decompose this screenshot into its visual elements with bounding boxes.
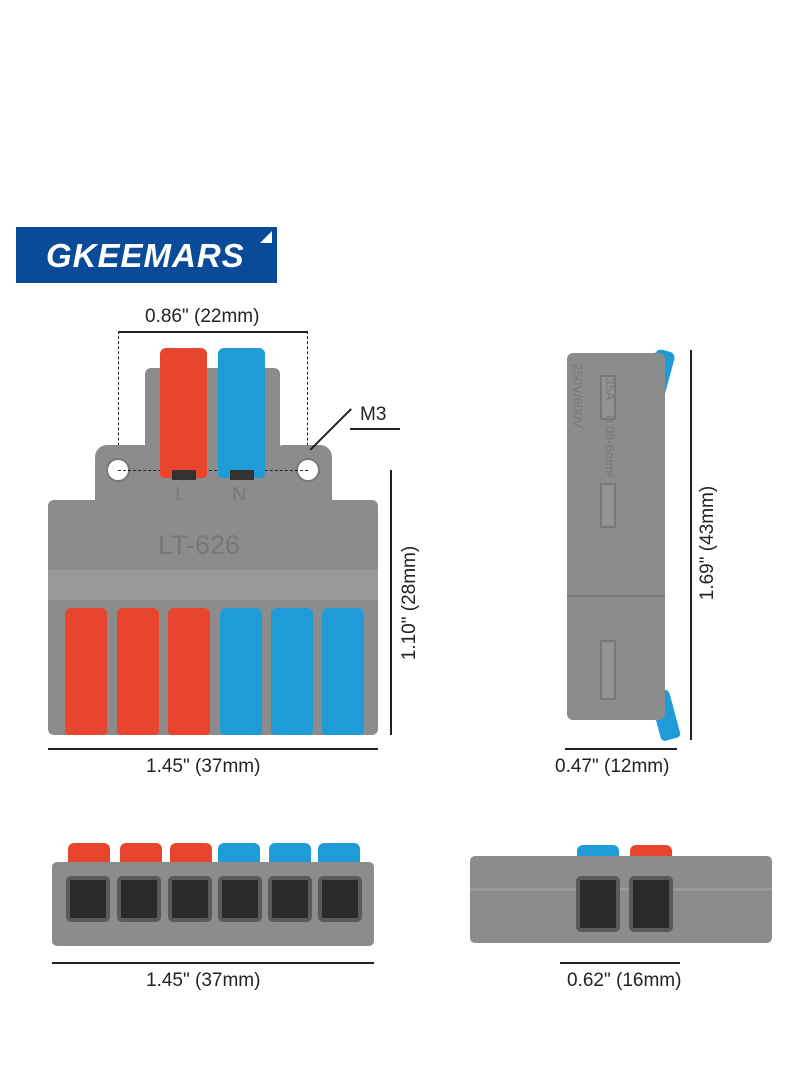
wire-hole-1 [66, 876, 110, 922]
screw-label: M3 [360, 404, 387, 425]
side-seam [567, 595, 665, 597]
lever-n[interactable] [218, 348, 265, 478]
wire-hole-2 [117, 876, 161, 922]
rating-wire: 0.08-6mm² [602, 415, 618, 478]
side-window-2 [600, 483, 616, 528]
label-l: L [175, 484, 187, 506]
side-window-3 [600, 640, 616, 700]
logo-corner-mark [260, 231, 272, 243]
rating-text: 250V/600V [570, 364, 587, 564]
bottom-right-dim-label: 0.62" (16mm) [567, 970, 682, 991]
bottom-right-housing [470, 856, 772, 943]
side-dim-height-label: 1.69" (43mm) [697, 485, 718, 601]
brand-logo-text: GKEEMARS [46, 237, 245, 274]
m3-leader [309, 408, 352, 451]
dim-top-right-ext [307, 331, 308, 471]
wire-hole-4 [218, 876, 262, 922]
side-window-1 [600, 375, 616, 420]
lever-1[interactable] [65, 608, 107, 735]
wire-hole-l [629, 876, 673, 932]
lever-3[interactable] [168, 608, 210, 735]
wire-hole-3 [168, 876, 212, 922]
dim-width-label: 1.45" (37mm) [146, 756, 261, 777]
dim-height-line [390, 470, 392, 735]
lever-l-slot [172, 470, 196, 480]
side-housing [567, 353, 665, 720]
side-dim-width-label: 0.47" (12mm) [555, 756, 670, 777]
housing-rib [48, 570, 378, 600]
lever-5[interactable] [271, 608, 313, 735]
dim-top-label: 0.86" (22mm) [145, 306, 260, 327]
rating-current: 35A [602, 377, 618, 401]
bottom-right-ledge [470, 888, 772, 891]
lever-4[interactable] [220, 608, 262, 735]
m3-leader-h [350, 428, 400, 430]
dim-height-label: 1.10" (28mm) [399, 545, 420, 661]
wire-hole-n [576, 876, 620, 932]
bottom-left-dim-line [52, 962, 374, 964]
brand-logo: GKEEMARS [16, 227, 277, 283]
hole-line [118, 470, 308, 471]
rating-text-2: 35A 0.08-6mm² [603, 378, 618, 578]
model-label: LT-626 [158, 530, 241, 560]
dim-width-line [48, 748, 378, 750]
dim-top-left-ext [118, 331, 119, 471]
side-dim-height-line [690, 350, 692, 740]
lever-l[interactable] [160, 348, 207, 478]
rating-voltage: 250V/600V [570, 363, 586, 428]
lever-6[interactable] [322, 608, 364, 735]
bottom-left-dim-label: 1.45" (37mm) [146, 970, 261, 991]
side-dim-width-line [565, 748, 677, 750]
lever-2[interactable] [117, 608, 159, 735]
dim-top-line [118, 331, 308, 333]
wire-hole-5 [268, 876, 312, 922]
lever-n-slot [230, 470, 254, 480]
wire-hole-6 [318, 876, 362, 922]
bottom-right-dim-line [560, 962, 680, 964]
